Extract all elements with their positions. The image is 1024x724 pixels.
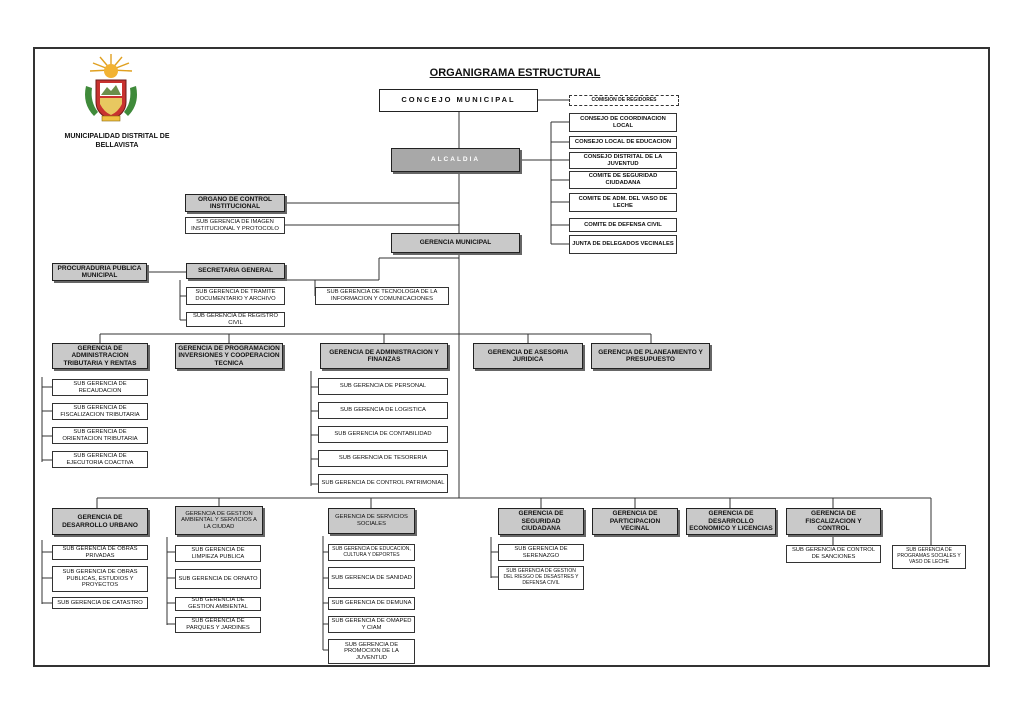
gerencia-asesoria-box: GERENCIA DE ASESORIA JURIDICA <box>473 343 583 369</box>
sub-educacion-cultura-box: SUB GERENCIA DE EDUCACION, CULTURA Y DEP… <box>328 544 415 561</box>
gerencia-servicios-sociales-box: GERENCIA DE SERVICIOS SOCIALES <box>328 508 415 534</box>
gerencia-economico-box: GERENCIA DE DESARROLLO ECONOMICO Y LICEN… <box>686 508 776 535</box>
organo-control-box: ORGANO DE CONTROL INSTITUCIONAL <box>185 194 285 212</box>
sub-control-patrimonial-box: SUB GERENCIA DE CONTROL PATRIMONIAL <box>318 474 448 493</box>
sub-tesoreria-box: SUB GERENCIA DE TESORERIA <box>318 450 448 467</box>
consejo-coordinacion-box: CONSEJO DE COORDINACION LOCAL <box>569 113 677 132</box>
gerencia-participacion-box: GERENCIA DE PARTICIPACION VECINAL <box>592 508 678 535</box>
gerencia-desarrollo-urbano-box: GERENCIA DE DESARROLLO URBANO <box>52 508 148 535</box>
gerencia-planeamiento-box: GERENCIA DE PLANEAMIENTO Y PRESUPUESTO <box>591 343 710 369</box>
sub-serenazgo-box: SUB GERENCIA DE SERENAZGO <box>498 544 584 561</box>
gerencia-admin-tributaria-box: GERENCIA DE ADMINISTRACION TRIBUTARIA Y … <box>52 343 148 369</box>
comision-regidores-box: COMISION DE REGIDORES <box>569 95 679 106</box>
imagen-institucional-box: SUB GERENCIA DE IMAGEN INSTITUCIONAL Y P… <box>185 217 285 234</box>
alcaldia-box: ALCALDIA <box>391 148 520 172</box>
comite-seguridad-box: COMITE DE SEGURIDAD CIUDADANA <box>569 171 677 189</box>
registro-civil-box: SUB GERENCIA DE REGISTRO CIVIL <box>186 312 285 327</box>
sub-gestion-riesgo-box: SUB GERENCIA DE GESTION DEL RIESGO DE DE… <box>498 566 584 590</box>
consejo-juventud-box: CONSEJO DISTRITAL DE LA JUVENTUD <box>569 152 677 169</box>
sub-orientacion-tributaria-box: SUB GERENCIA DE ORIENTACION TRIBUTARIA <box>52 427 148 444</box>
sub-obras-privadas-box: SUB GERENCIA DE OBRAS PRIVADAS <box>52 545 148 560</box>
sub-limpieza-publica-box: SUB GERENCIA DE LIMPIEZA PUBLICA <box>175 545 261 562</box>
gerencia-seguridad-box: GERENCIA DE SEGURIDAD CIUDADANA <box>498 508 584 535</box>
concejo-municipal-box: CONCEJO MUNICIPAL <box>379 89 538 112</box>
sub-personal-box: SUB GERENCIA DE PERSONAL <box>318 378 448 395</box>
sub-ejecutoria-coactiva-box: SUB GERENCIA DE EJECUTORIA COACTIVA <box>52 451 148 468</box>
comite-defensa-civil-box: COMITE DE DEFENSA CIVIL <box>569 218 677 232</box>
sub-gestion-ambiental-box: SUB GERENCIA DE GESTION AMBIENTAL <box>175 597 261 611</box>
junta-delegados-box: JUNTA DE DELEGADOS VECINALES <box>569 235 677 254</box>
tecnologia-info-box: SUB GERENCIA DE TECNOLOGIA DE LA INFORMA… <box>315 287 449 305</box>
municipal-coat-of-arms-icon <box>80 52 142 135</box>
sub-parques-jardines-box: SUB GERENCIA DE PARQUES Y JARDINES <box>175 617 261 633</box>
sub-contabilidad-box: SUB GERENCIA DE CONTABILIDAD <box>318 426 448 443</box>
municipality-name: MUNICIPALIDAD DISTRITAL DE BELLAVISTA <box>64 133 170 149</box>
sub-ornato-box: SUB GERENCIA DE ORNATO <box>175 569 261 589</box>
sub-control-sanciones-box: SUB GERENCIA DE CONTROL DE SANCIONES <box>786 545 881 563</box>
gerencia-fiscalizacion-box: GERENCIA DE FISCALIZACION Y CONTROL <box>786 508 881 535</box>
sub-catastro-box: SUB GERENCIA DE CATASTRO <box>52 597 148 609</box>
tramite-documentario-box: SUB GERENCIA DE TRAMITE DOCUMENTARIO Y A… <box>186 287 285 305</box>
gerencia-gestion-ambiental-box: GERENCIA DE GESTION AMBIENTAL Y SERVICIO… <box>175 506 263 535</box>
chart-title: ORGANIGRAMA ESTRUCTURAL <box>429 67 601 79</box>
gerencia-programacion-box: GERENCIA DE PROGRAMACION INVERSIONES Y C… <box>175 343 283 369</box>
gerencia-municipal-box: GERENCIA MUNICIPAL <box>391 233 520 253</box>
sub-demuna-box: SUB GERENCIA DE DEMUNA <box>328 597 415 610</box>
procuraduria-box: PROCURADURIA PUBLICA MUNICIPAL <box>52 263 147 281</box>
consejo-educacion-box: CONSEJO LOCAL DE EDUCACION <box>569 136 677 149</box>
sub-recaudacion-box: SUB GERENCIA DE RECAUDACION <box>52 379 148 396</box>
comite-vaso-leche-box: COMITE DE ADM. DEL VASO DE LECHE <box>569 193 677 212</box>
sub-programas-sociales-box: SUB GERENCIA DE PROGRAMAS SOCIALES Y VAS… <box>892 545 966 569</box>
sub-fiscalizacion-tributaria-box: SUB GERENCIA DE FISCALIZACION TRIBUTARIA <box>52 403 148 420</box>
gerencia-admin-finanzas-box: GERENCIA DE ADMINISTRACION Y FINANZAS <box>320 343 448 369</box>
sub-obras-publicas-box: SUB GERENCIA DE OBRAS PUBLICAS, ESTUDIOS… <box>52 566 148 592</box>
sub-promocion-juventud-box: SUB GERENCIA DE PROMOCION DE LA JUVENTUD <box>328 639 415 664</box>
secretaria-general-box: SECRETARIA GENERAL <box>186 263 285 279</box>
sub-sanidad-box: SUB GERENCIA DE SANIDAD <box>328 567 415 589</box>
sub-omaped-ciam-box: SUB GERENCIA DE OMAPED Y CIAM <box>328 616 415 633</box>
sub-logistica-box: SUB GERENCIA DE LOGISTICA <box>318 402 448 419</box>
